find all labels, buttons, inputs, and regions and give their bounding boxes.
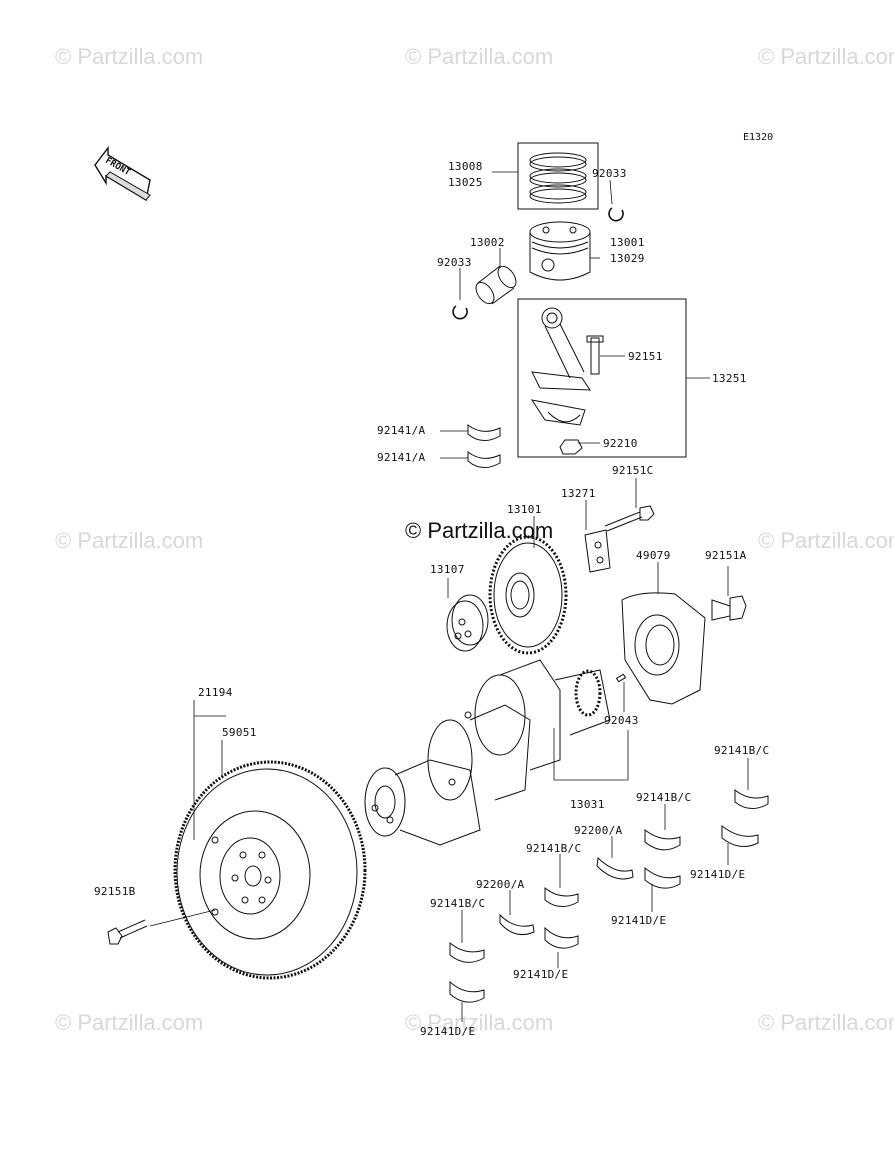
bearing-shell xyxy=(467,423,501,441)
flywheel xyxy=(173,760,367,980)
part-label-13101[interactable]: 13101 xyxy=(507,503,542,516)
part-label-92141-bc[interactable]: 92141B/C xyxy=(526,842,582,855)
part-label-92151c[interactable]: 92151C xyxy=(612,464,654,477)
part-label-92151a[interactable]: 92151A xyxy=(705,549,747,562)
watermark: © Partzilla.com xyxy=(758,528,894,553)
part-label-92141-a[interactable]: 92141/A xyxy=(377,451,426,464)
dowel-pin xyxy=(615,673,627,683)
part-label-92043[interactable]: 92043 xyxy=(604,714,639,727)
balancer-pulley xyxy=(621,592,706,705)
part-label-21194[interactable]: 21194 xyxy=(198,686,233,699)
center-watermark: © Partzilla.com xyxy=(405,518,554,543)
piston-rings xyxy=(529,152,587,204)
part-label-92141-de[interactable]: 92141D/E xyxy=(513,968,569,981)
watermark: © Partzilla.com xyxy=(55,1010,204,1035)
part-label-92141-bc[interactable]: 92141B/C xyxy=(714,744,770,757)
part-label-92210[interactable]: 92210 xyxy=(603,437,638,450)
part-label-13008[interactable]: 13008 xyxy=(448,160,483,173)
part-label-92151b[interactable]: 92151B xyxy=(94,885,136,898)
thrust-plate xyxy=(584,529,611,573)
connecting-rod xyxy=(530,307,604,426)
part-label-13031[interactable]: 13031 xyxy=(570,798,605,811)
conrod-nut xyxy=(559,439,583,455)
leader-lines xyxy=(149,171,749,1022)
watermark: © Partzilla.com xyxy=(405,1010,554,1035)
bearing-shell xyxy=(467,450,501,468)
part-label-92200-a[interactable]: 92200/A xyxy=(476,878,525,891)
part-label-92141-de[interactable]: 92141D/E xyxy=(611,914,667,927)
watermark: © Partzilla.com xyxy=(405,44,554,69)
part-label-92033[interactable]: 92033 xyxy=(437,256,472,269)
part-label-13271[interactable]: 13271 xyxy=(561,487,596,500)
bearing-shells xyxy=(449,788,769,1003)
bolt xyxy=(604,505,655,532)
part-label-13001[interactable]: 13001 xyxy=(610,236,645,249)
watermark: © Partzilla.com xyxy=(55,528,204,553)
circlip xyxy=(452,305,468,320)
part-label-92200-a[interactable]: 92200/A xyxy=(574,824,623,837)
front-arrow-icon xyxy=(94,145,151,202)
part-label-92151[interactable]: 92151 xyxy=(628,350,663,363)
part-label-13251[interactable]: 13251 xyxy=(712,372,747,385)
part-label-13025[interactable]: 13025 xyxy=(448,176,483,189)
crank-gear xyxy=(488,535,568,655)
ring-set-box xyxy=(517,142,599,210)
part-label-13107[interactable]: 13107 xyxy=(430,563,465,576)
part-label-92033[interactable]: 92033 xyxy=(592,167,627,180)
piston xyxy=(529,221,591,281)
circlip xyxy=(608,207,624,222)
watermark: © Partzilla.com xyxy=(758,44,894,69)
part-label-13002[interactable]: 13002 xyxy=(470,236,505,249)
diagram-code: E1320 xyxy=(743,132,774,143)
part-label-92141-de[interactable]: 92141D/E xyxy=(420,1025,476,1038)
part-label-59051[interactable]: 59051 xyxy=(222,726,257,739)
part-label-92141-bc[interactable]: 92141B/C xyxy=(430,897,486,910)
piston-pin xyxy=(475,265,517,305)
crankshaft xyxy=(364,659,611,846)
part-label-92141-de[interactable]: 92141D/E xyxy=(690,868,746,881)
bolt xyxy=(107,919,148,945)
watermark: © Partzilla.com xyxy=(758,1010,894,1035)
part-label-13029[interactable]: 13029 xyxy=(610,252,645,265)
bushing xyxy=(446,594,489,652)
part-label-92141-a[interactable]: 92141/A xyxy=(377,424,426,437)
watermark: © Partzilla.com xyxy=(55,44,204,69)
part-label-49079[interactable]: 49079 xyxy=(636,549,671,562)
part-label-92141-bc[interactable]: 92141B/C xyxy=(636,791,692,804)
bolt xyxy=(711,595,747,621)
